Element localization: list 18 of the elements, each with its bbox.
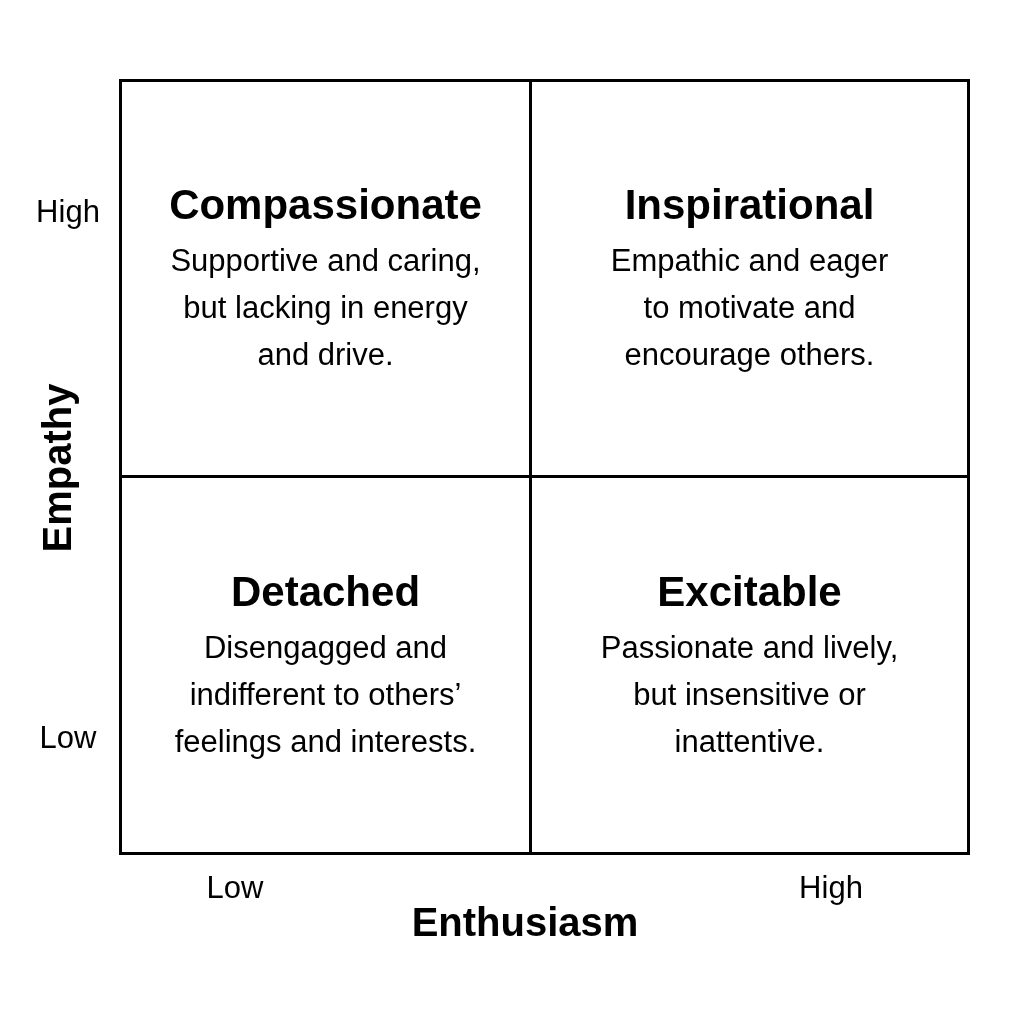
quadrant-description: Passionate and lively, but insensitive or inattentive. (599, 628, 900, 761)
quadrant-heading: Excitable (657, 566, 842, 617)
quadrant-description: Supportive and caring, but lacking in energy and drive. (169, 242, 482, 374)
quadrant-description: Empathic and eager to motivate and encourage others. (609, 242, 890, 374)
quadrant-heading: Inspirational (624, 180, 875, 230)
axis-title: Enthusiasm (411, 902, 639, 942)
axis-title: Empathy (37, 383, 77, 553)
quadrant-box (529, 475, 970, 855)
axis-tick-label: Low (39, 721, 97, 753)
quadrant-heading: Detached (230, 566, 421, 617)
quadrant-box (119, 475, 532, 855)
quadrant-box (119, 79, 532, 478)
quadrant-description: Disengagged and indifferent to others’ feelings and interests. (173, 628, 478, 761)
quadrant-heading: Compassionate (169, 180, 482, 230)
axis-tick-label: High (36, 195, 100, 227)
axis-tick-label: High (799, 871, 863, 903)
quadrant-box (529, 79, 970, 478)
axis-tick-label: Low (206, 871, 264, 903)
